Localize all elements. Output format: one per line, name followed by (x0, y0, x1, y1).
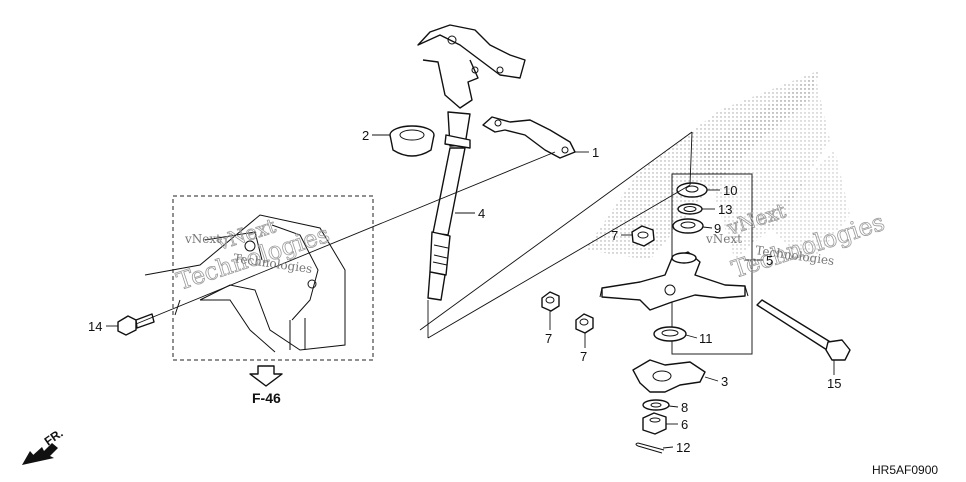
washer-part-8 (642, 399, 670, 411)
svg-text:vNext: vNext (705, 232, 742, 246)
svg-text:vNext: vNext (184, 232, 221, 246)
callout-6: 6 (681, 417, 688, 432)
callout-11: 11 (699, 331, 713, 346)
page-ref-label: F-46 (252, 390, 281, 406)
callout-10: 10 (723, 183, 737, 198)
bearing-part-10 (676, 182, 708, 198)
bearing-part-9 (672, 218, 704, 234)
callout-8: 8 (681, 400, 688, 415)
callout-4: 4 (478, 206, 485, 221)
callout-12: 12 (676, 440, 690, 455)
callout-7b: 7 (545, 331, 552, 346)
watermark-left: vNext Technologies vNext Technologies (173, 213, 334, 296)
arm-part-5 (599, 173, 753, 355)
bolt-part-15 (756, 299, 851, 361)
callout-2: 2 (362, 128, 369, 143)
callout-7c: 7 (580, 349, 587, 364)
bolt-part-14 (117, 313, 155, 336)
nut-part-6 (642, 412, 667, 435)
callout-13: 13 (718, 202, 732, 217)
callout-15: 15 (827, 376, 841, 391)
front-direction-arrow-icon (22, 443, 58, 465)
callout-3: 3 (721, 374, 728, 389)
front-direction-label: FR. (42, 426, 66, 449)
seal-part-2 (389, 125, 435, 157)
callout-9: 9 (714, 221, 721, 236)
washer-part-13 (677, 203, 703, 215)
nut-part-7b (541, 291, 560, 312)
figure-code: HR5AF0900 (872, 463, 938, 477)
leader-lines (106, 131, 835, 449)
page-ref-arrow (249, 365, 283, 387)
bracket-part-1 (482, 116, 576, 159)
nut-part-7a (631, 225, 655, 247)
steering-shaft-part-4 (417, 24, 526, 301)
frame-detail (144, 195, 374, 361)
nut-part-7c (575, 313, 594, 334)
seal-part-11 (653, 326, 687, 342)
callout-1: 1 (592, 145, 599, 160)
callout-5: 5 (766, 253, 773, 268)
hub-part-3 (632, 359, 706, 393)
callout-14: 14 (88, 319, 102, 334)
cotter-pin-part-12 (635, 442, 665, 454)
callout-7a: 7 (611, 228, 618, 243)
